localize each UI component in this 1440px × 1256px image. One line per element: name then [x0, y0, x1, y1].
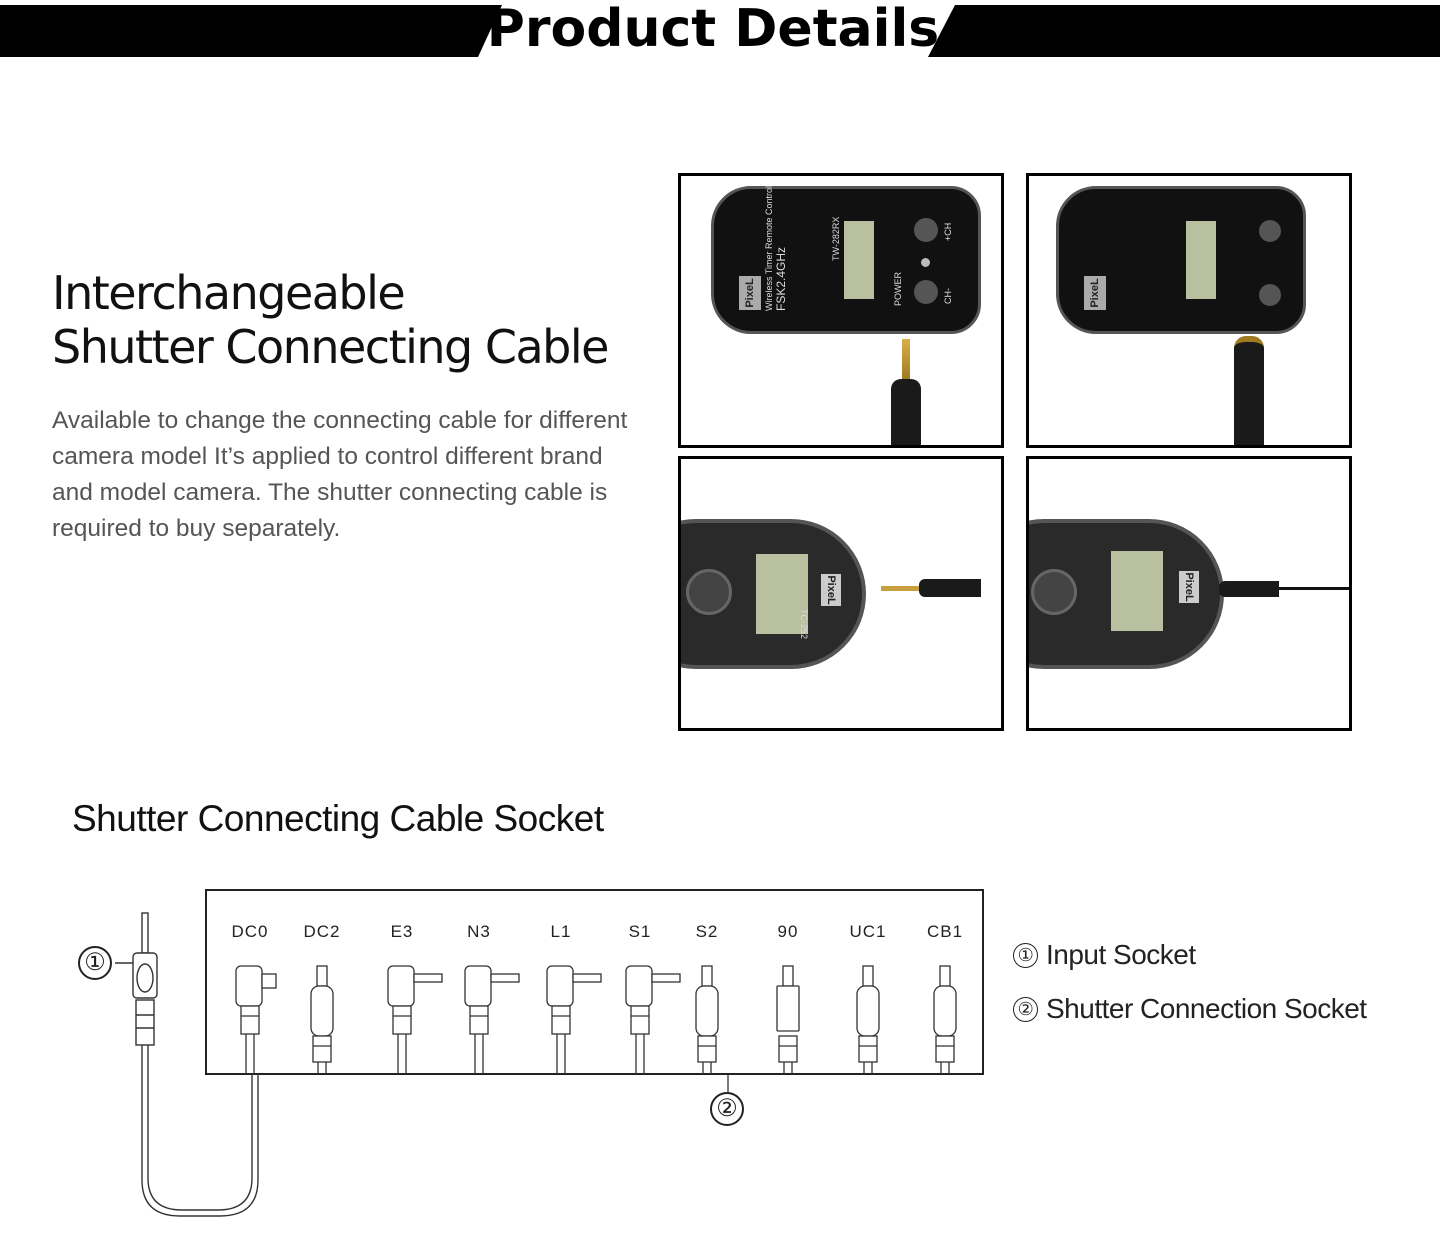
device-line-2: FSK2.4GHz	[774, 246, 788, 311]
connector-dc2-icon	[310, 965, 334, 1074]
ch-plus-button	[914, 218, 938, 242]
brand-logo-text: PixeL	[744, 278, 756, 308]
cable-connector	[891, 379, 921, 445]
model-label: TW-282RX	[831, 216, 841, 261]
power-label: POWER	[893, 271, 903, 306]
led-indicator	[921, 258, 930, 267]
description: Available to change the connecting cable…	[52, 407, 628, 542]
photo-remote-unplugged: PixeL TC-252	[678, 456, 1004, 731]
cable-diagram	[115, 912, 957, 1217]
legend-item-shutter: ② Shutter Connection Socket	[1013, 993, 1367, 1025]
connector-e3-icon	[387, 965, 443, 1074]
legend-number: ①	[1013, 943, 1038, 968]
cable-loop	[141, 1045, 259, 1217]
ch-plus-label: +CH	[943, 222, 953, 241]
connector-label: DC0	[231, 922, 269, 941]
heading-line-1: Interchangeable	[52, 266, 406, 320]
legend-label: Shutter Connection Socket	[1046, 993, 1367, 1024]
marker-shutter-socket: ②	[710, 1092, 744, 1126]
cable	[1279, 587, 1349, 590]
socket-section-title: Shutter Connecting Cable Socket	[72, 798, 604, 839]
connector-label: DC2	[303, 922, 341, 941]
legend-label: Input Socket	[1046, 939, 1196, 970]
lcd-screen	[1186, 221, 1216, 299]
connector-label: L1	[550, 922, 572, 941]
cable-connector	[1219, 581, 1279, 597]
connector-l1-icon	[546, 965, 602, 1074]
marker-input-socket: ①	[78, 946, 112, 980]
connector-diagram-box	[205, 889, 984, 1075]
connector-label: N3	[467, 922, 491, 941]
ch-minus-label: CH-	[943, 288, 953, 304]
jack-plug	[902, 339, 910, 379]
connector-label: S1	[628, 922, 652, 941]
dial	[686, 569, 732, 615]
connector-label: UC1	[849, 922, 887, 941]
photo-receiver-plugged: PixeL	[1026, 173, 1352, 448]
lcd-screen	[756, 554, 808, 634]
brand-logo: PixeL	[821, 574, 841, 606]
page-title: Product Details	[486, 0, 940, 59]
connector-cb1-icon	[933, 965, 957, 1074]
model-label: TC-252	[799, 609, 809, 640]
jack-plug	[881, 586, 921, 591]
connector-dc0-icon	[235, 965, 277, 1074]
photo-remote-plugged: PixeL	[1026, 456, 1352, 731]
ch-minus-button	[1259, 284, 1281, 306]
heading-line-2: Shutter Connecting Cable	[52, 320, 609, 374]
connector-uc1-icon	[856, 965, 880, 1074]
connector-n3-icon	[464, 965, 520, 1074]
brand-logo: PixeL	[739, 276, 761, 310]
brand-logo-text: PixeL	[825, 575, 837, 605]
cable-connector	[1234, 336, 1264, 445]
brand-logo: PixeL	[1084, 276, 1106, 310]
connector-label: 90	[777, 922, 799, 941]
legend-number: ②	[1013, 997, 1038, 1022]
connector-label: CB1	[926, 922, 964, 941]
connector-s1-icon	[625, 965, 681, 1074]
lcd-screen	[1111, 551, 1163, 631]
header-bar	[0, 5, 1440, 57]
ch-plus-button	[1259, 220, 1281, 242]
lcd-screen	[844, 221, 874, 299]
cable-connector	[919, 579, 981, 597]
dial	[1031, 569, 1077, 615]
legend-item-input: ① Input Socket	[1013, 939, 1196, 971]
brand-logo-text: PixeL	[1089, 278, 1101, 308]
device-line-1: Wireless Timer Remote Control	[764, 185, 774, 311]
receiver-body	[1056, 186, 1306, 334]
input-plug-icon	[115, 912, 158, 1046]
photo-receiver-unplugged: PixeL Wireless Timer Remote Control FSK2…	[678, 173, 1004, 448]
connector-90-icon	[776, 965, 800, 1074]
connector-label: E3	[390, 922, 414, 941]
ch-minus-button	[914, 280, 938, 304]
brand-logo-text: PixeL	[1183, 572, 1195, 602]
section-heading: Interchangeable Shutter Connecting Cable	[52, 266, 609, 374]
connector-label: S2	[695, 922, 719, 941]
connector-s2-icon	[695, 965, 719, 1074]
brand-logo: PixeL	[1179, 571, 1199, 603]
